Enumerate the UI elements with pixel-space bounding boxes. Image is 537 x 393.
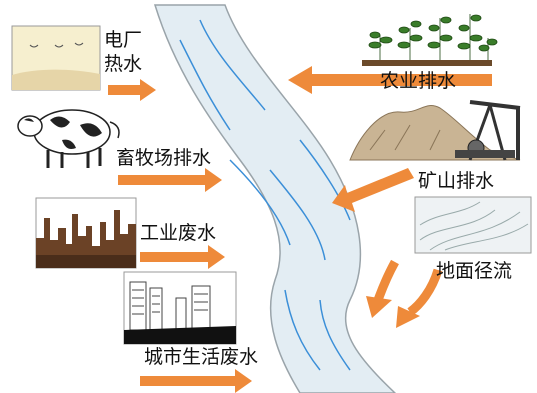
power-plant-label-line1: 电厂 [104,29,143,51]
livestock-arrow [118,168,222,192]
power-plant-label: 电厂 热水 [104,28,142,76]
river [153,4,397,393]
livestock-label: 畜牧场排水 [116,147,212,169]
cow-image [17,109,120,168]
industrial-arrow [140,245,225,269]
arrows [108,66,492,393]
industrial-label: 工业废水 [140,222,217,244]
runoff-texture-image [414,196,532,254]
agricultural-arrow [288,66,492,94]
surface-runoff-label: 地面径流 [436,260,513,282]
city-image [123,271,237,345]
crops-image [362,14,498,66]
runoff-arrowheads [366,296,420,328]
urban-label: 城市生活废水 [144,346,259,368]
power-plant-image [11,25,101,91]
mining-arrow [332,168,414,212]
mining-label: 矿山排水 [418,170,495,192]
power-plant-label-line2: 热水 [104,53,143,75]
power-plant-arrow [108,79,156,101]
agricultural-label: 农业排水 [380,70,457,92]
mine-image [349,100,521,161]
factory-image [35,197,137,269]
urban-arrow [140,369,252,393]
